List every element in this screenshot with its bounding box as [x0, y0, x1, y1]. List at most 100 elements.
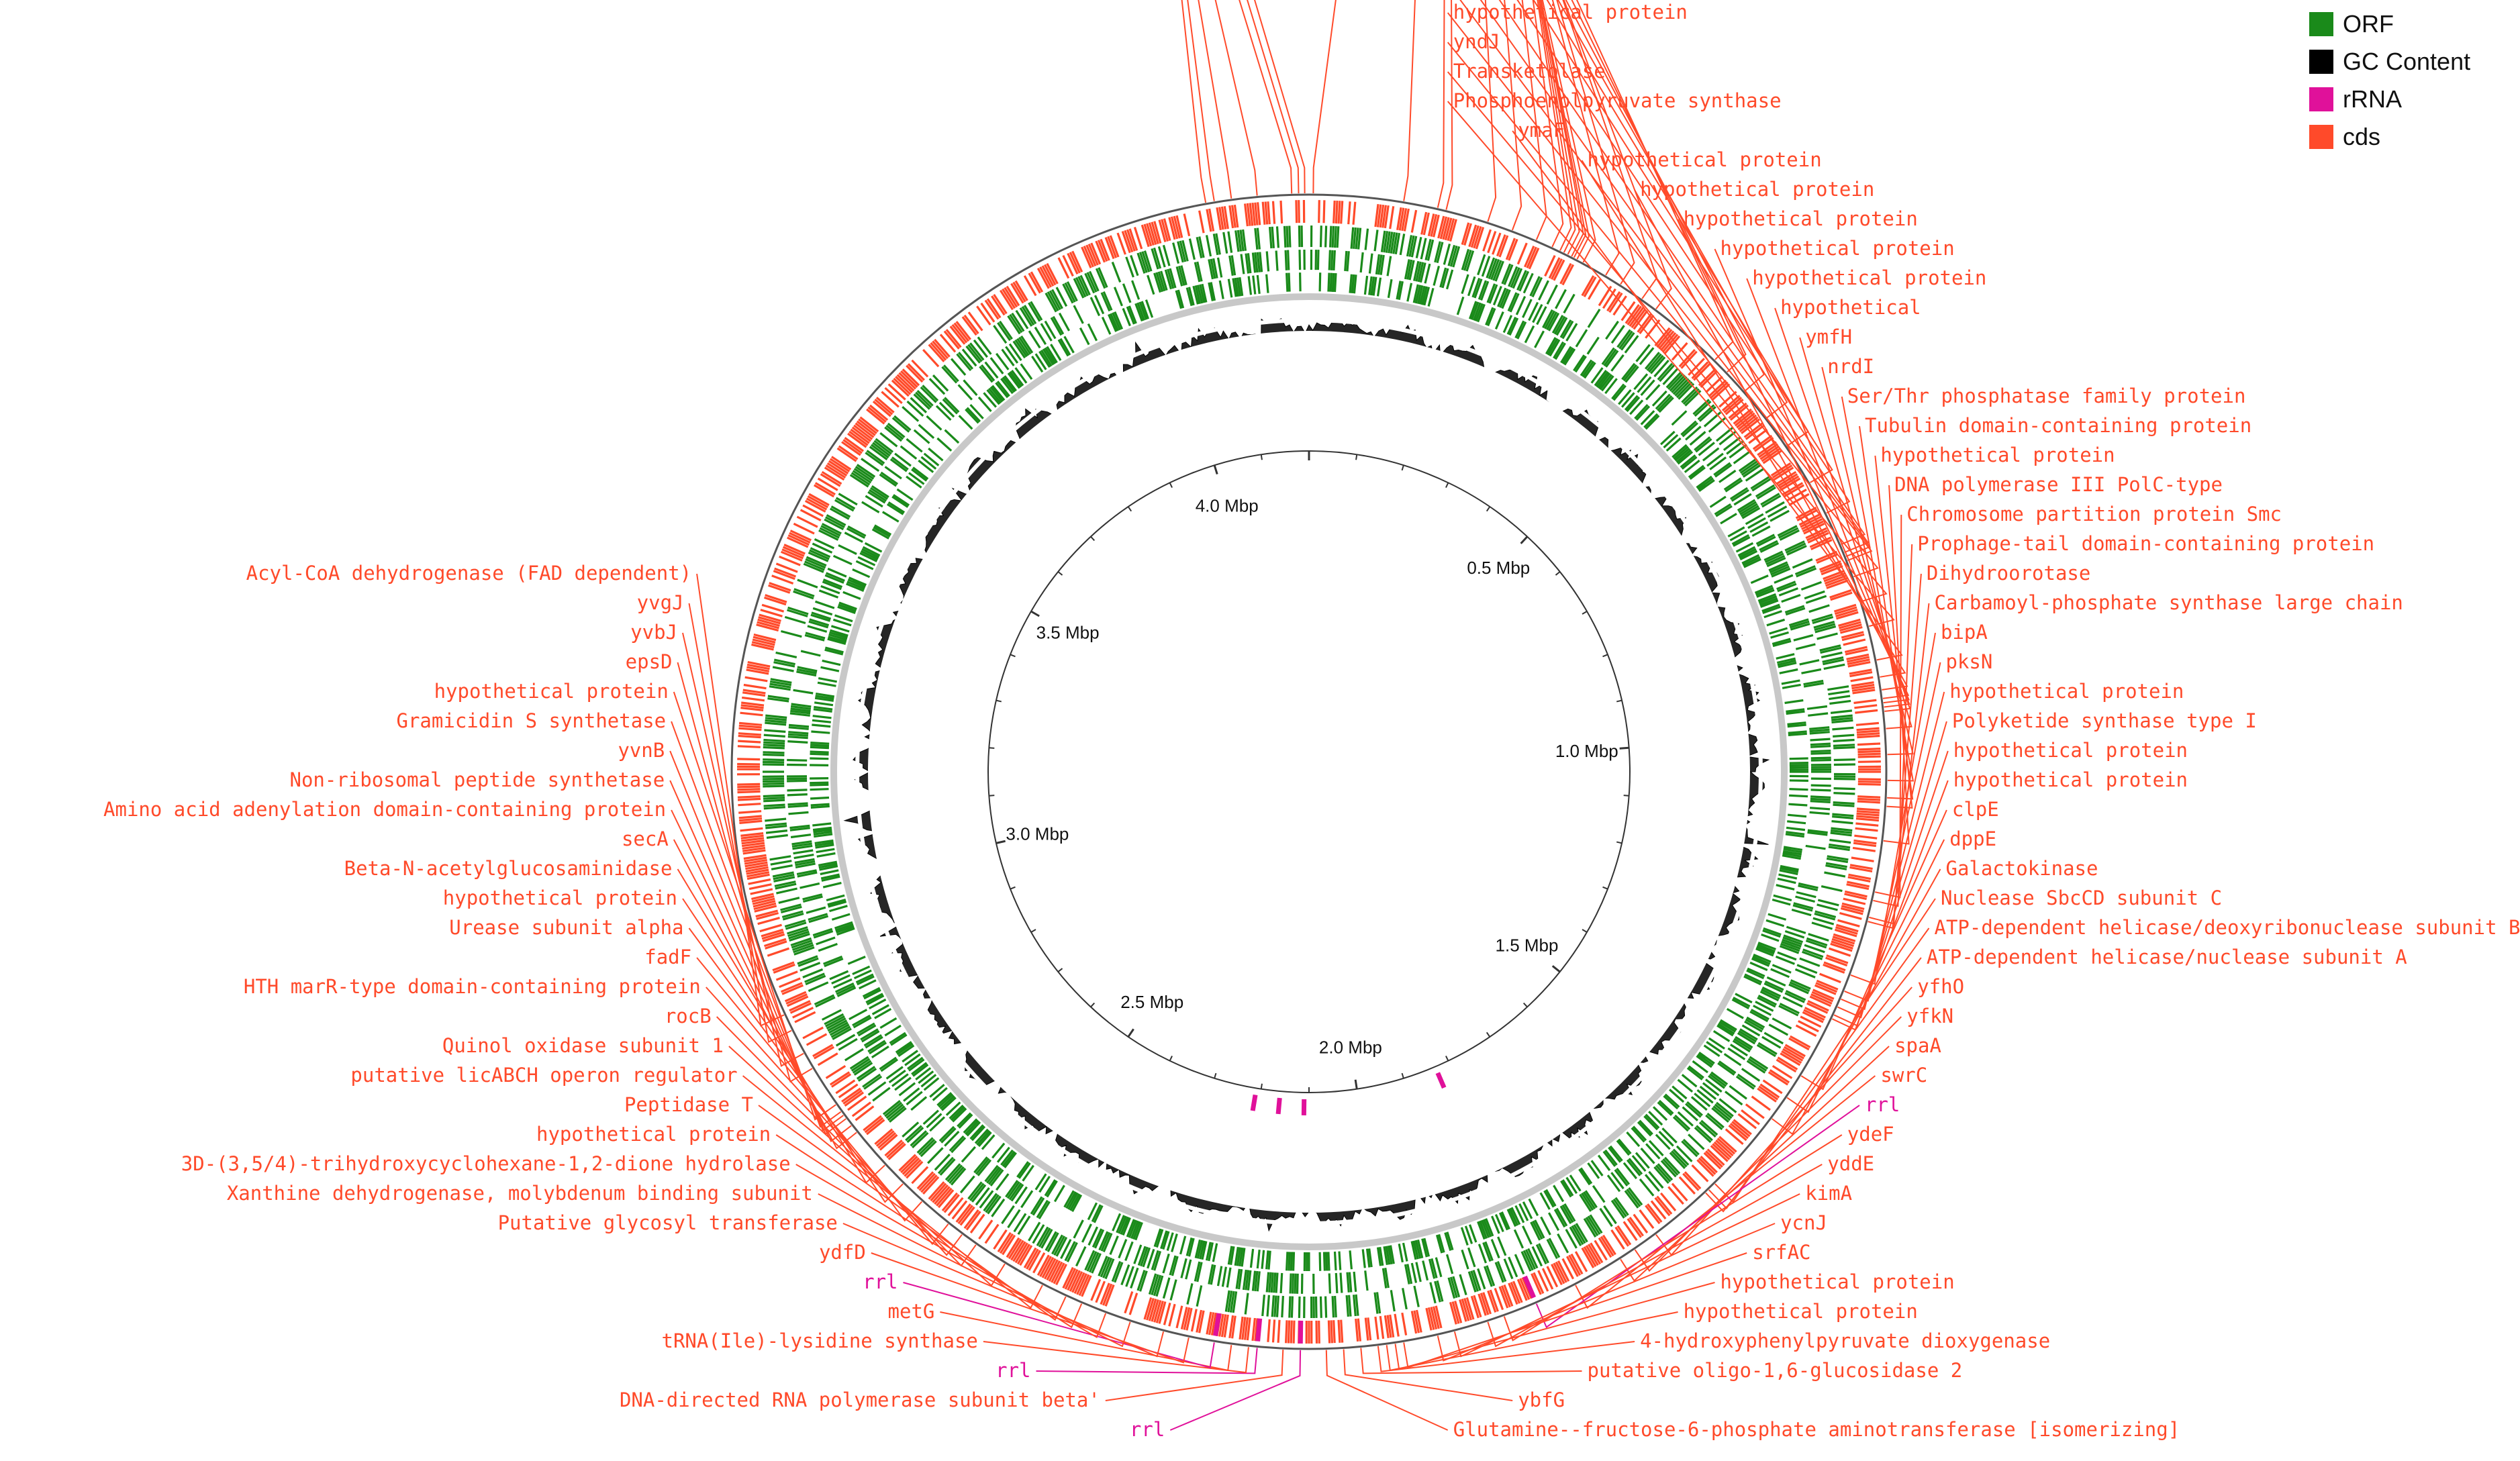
legend-label-gc-content: GC Content	[2343, 48, 2470, 75]
scale-tick	[1522, 1002, 1528, 1008]
gene-label: hypothetical protein	[434, 680, 669, 703]
gene-leader-line	[1772, 868, 1941, 1136]
gene-leader-line	[742, 1075, 1043, 1309]
gene-label: Nuclease SbcCD subunit C	[1941, 887, 2222, 909]
gene-label: hypothetical protein	[536, 1123, 771, 1146]
gene-label: yvnB	[618, 739, 665, 762]
scale-label: 1.5 Mbp	[1496, 936, 1559, 956]
gene-leader-line	[1540, 0, 1587, 258]
gene-label: 3D-(3,5/4)-trihydroxycyclohexane-1,2-dio…	[181, 1152, 791, 1175]
gene-leader-line	[1859, 425, 1914, 800]
gene-leader-line	[673, 839, 857, 1150]
gene-label: ybfG	[1518, 1389, 1565, 1411]
separator-ring-1	[830, 293, 1788, 1250]
gene-leader-line	[1556, 0, 1635, 285]
gene-leader-line	[1445, 0, 1453, 210]
gene-label: ymfH	[1805, 325, 1852, 348]
gene-leader-line	[1325, 1350, 1449, 1431]
gene-label: hypothetical protein	[1953, 739, 2188, 762]
gene-label: epsD	[626, 650, 673, 673]
scale-tick	[1169, 482, 1173, 488]
scale-tick	[1602, 886, 1608, 890]
gene-leader-line	[1516, 0, 1851, 514]
legend-label-cds: cds	[2343, 123, 2380, 150]
scale-tick	[1090, 536, 1096, 542]
gene-label: Peptidase T	[624, 1093, 753, 1116]
gene-leader-line	[1799, 337, 1912, 729]
gene-leader-line	[1565, 0, 1765, 392]
gene-leader-line	[1214, 0, 1258, 196]
gene-leader-line	[1198, 0, 1232, 199]
scale-label: 1.0 Mbp	[1555, 741, 1618, 761]
legend-swatch-rrna	[2309, 87, 2333, 111]
scale-tick	[1401, 464, 1404, 471]
gene-label: hypothetical protein	[1953, 768, 2188, 791]
gene-label: bipA	[1941, 621, 1988, 644]
gene-leader-line	[1821, 366, 1914, 756]
orf-ring-2-features	[786, 249, 1832, 1295]
gene-leader-line	[1538, 0, 1576, 253]
gene-leader-line	[1169, 1350, 1302, 1431]
gene-leader-line	[1841, 396, 1915, 782]
gene-label: Urease subunit alpha	[449, 916, 683, 939]
scale-tick	[1602, 654, 1608, 658]
gene-leader-line	[1437, 0, 1445, 208]
gene-label: Dihydroorotase	[1927, 562, 2090, 585]
scale-tick	[1127, 1028, 1134, 1038]
scale-tick	[1127, 506, 1132, 512]
gene-leader-line	[1480, 0, 1870, 554]
scale-tick	[1582, 611, 1588, 615]
rrna-mark-3-1	[1255, 1318, 1263, 1342]
gene-leader-line	[1841, 691, 1945, 1011]
gene-leader-line	[682, 898, 904, 1203]
gene-label: hypothetical protein	[1684, 207, 1918, 230]
gene-label: Glutamine--fructose-6-phosphate aminotra…	[1453, 1418, 2180, 1441]
gene-label: putative licABCH operon regulator	[350, 1064, 737, 1087]
gene-label: hypothetical protein	[1721, 237, 1955, 260]
gene-label: Polyketide synthase type I	[1952, 709, 2257, 732]
gene-label: Phosphoenolpyruvate synthase	[1453, 89, 1782, 112]
gene-leader-line	[1239, 0, 1293, 194]
gene-leader-line	[669, 780, 846, 1136]
gene-leader-line	[669, 750, 844, 1131]
gene-leader-line	[1537, 0, 1572, 251]
gene-leader-line	[1403, 1252, 1747, 1369]
rrna-mark-4-1	[1212, 1313, 1222, 1337]
gene-label: tRNA(Ile)-lysidine synthase	[661, 1329, 977, 1352]
gene-leader-line	[842, 1223, 1165, 1358]
scale-tick	[1520, 536, 1529, 544]
gene-label: spaA	[1894, 1034, 1941, 1057]
gene-label: hypothetical protein	[1949, 680, 2184, 703]
gene-leader-line	[1504, 0, 1522, 231]
legend-label-orf: ORF	[2343, 10, 2394, 38]
gene-leader-line	[1187, 0, 1215, 201]
gene-label: Carbamoyl-phosphate synthase large chain	[1935, 591, 2403, 614]
scale-tick	[1030, 929, 1036, 933]
gene-label: ymaF	[1518, 119, 1565, 142]
gene-label: rrl	[1865, 1093, 1900, 1116]
gene-leader-line	[1571, 0, 1747, 373]
outer-boundary-circle	[730, 193, 1888, 1350]
scale-tick	[1354, 1079, 1358, 1089]
gene-leader-line	[688, 603, 792, 1044]
gene-label: yfkN	[1906, 1005, 1953, 1027]
gene-label: ydeF	[1847, 1123, 1894, 1146]
scale-label: 3.5 Mbp	[1036, 623, 1100, 643]
gene-label: Prophage-tail domain-containing protein	[1917, 532, 2374, 555]
gene-label: DNA-directed RNA polymerase subunit beta…	[620, 1389, 1100, 1411]
gene-leader-line	[1447, 101, 1895, 627]
gene-label: hypothetical protein	[1721, 1270, 1955, 1293]
gene-label: rrl	[863, 1270, 898, 1293]
gene-label: swrC	[1880, 1064, 1927, 1087]
gene-label: Acyl-CoA dehydrogenase (FAD dependent)	[246, 562, 691, 585]
scale-tick	[1445, 1056, 1449, 1062]
scale-label: 4.0 Mbp	[1196, 495, 1259, 515]
scale-tick	[1010, 886, 1016, 890]
gene-leader-line	[983, 1341, 1249, 1374]
gene-label: Transketolase	[1453, 60, 1606, 83]
rrna-mark-2-1	[1298, 1320, 1304, 1344]
scale-tick	[1214, 1072, 1217, 1079]
gene-label: putative oligo-1,6-glucosidase 2	[1588, 1359, 1963, 1382]
